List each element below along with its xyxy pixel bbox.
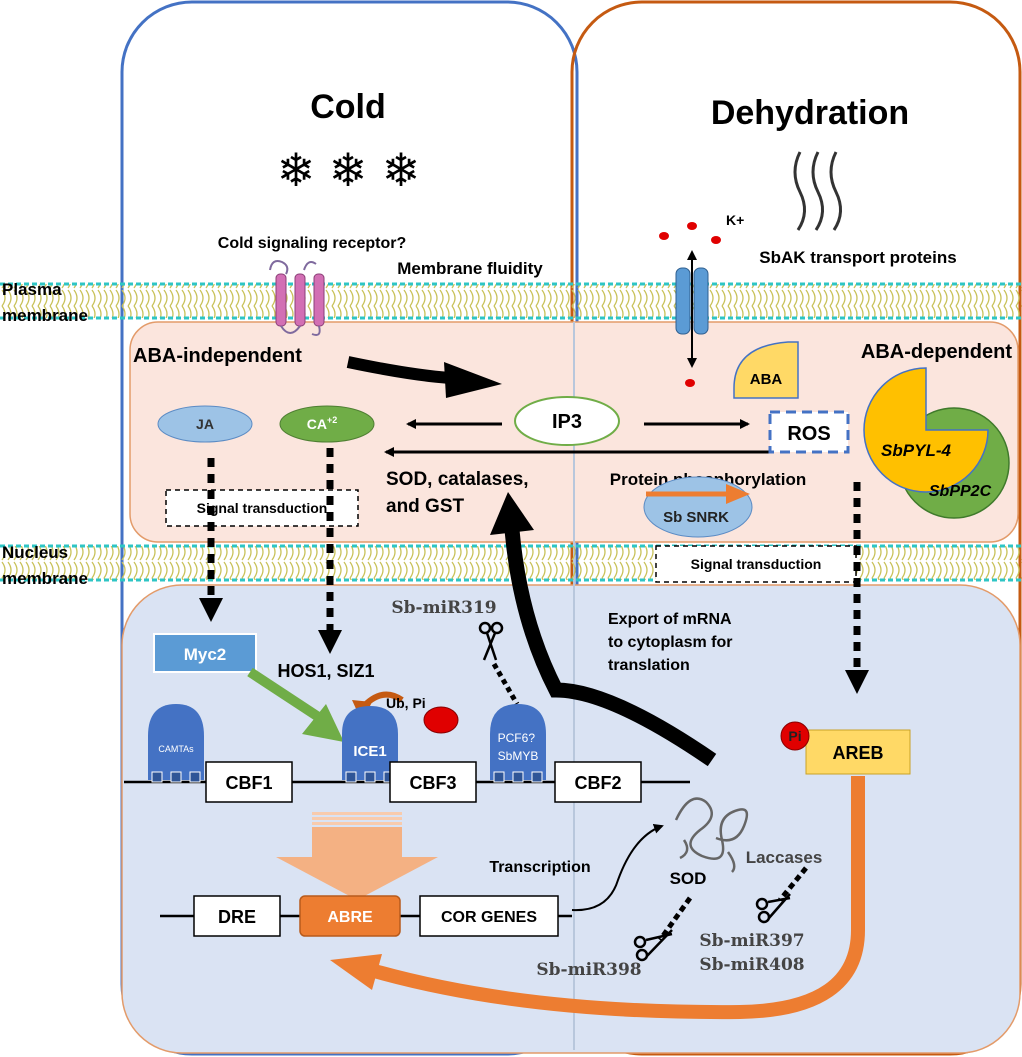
- cold-receptor: [269, 260, 325, 336]
- ja-label: JA: [196, 416, 214, 432]
- transport-label: SbAK transport proteins: [759, 248, 956, 267]
- transcription-arrow: [571, 823, 664, 912]
- ice1-factor: [342, 706, 398, 783]
- transport-channel: [675, 250, 709, 368]
- mir408-label: Sb-miR408: [699, 955, 804, 975]
- areb-pi-badge: [780, 721, 810, 751]
- potassium-ions: [659, 222, 721, 387]
- k-plus-label: K+: [726, 212, 744, 228]
- ip3-label: IP3: [552, 411, 582, 433]
- myc2-to-ice1-arrow: [247, 667, 344, 742]
- mrna-export-arrow: [490, 492, 717, 767]
- mir397-dashed-line: [778, 866, 808, 902]
- cbf3-label: CBF3: [409, 773, 456, 793]
- mir319-to-pcf6-line: [491, 662, 520, 706]
- areb-box: [805, 729, 911, 775]
- sbpp2c-label: SbPP2C: [929, 483, 992, 500]
- signal-transduction-left-box: [165, 489, 359, 527]
- heat-wave-icon: [793, 151, 842, 231]
- cold-title: Cold: [310, 88, 386, 126]
- ice1-label: ICE1: [353, 743, 386, 760]
- abre-box: [299, 895, 401, 937]
- pcf6-sbmyb-label: PCF6? SbMYB: [498, 731, 539, 763]
- camtas-label: CAMTAs: [158, 744, 194, 754]
- calcium-label: CA+2: [307, 415, 338, 432]
- cold-receptor-label: Cold signaling receptor?: [218, 235, 406, 252]
- cor-genes-label: COR GENES: [441, 909, 537, 926]
- dre-label: DRE: [218, 907, 256, 927]
- cor-genes-box: [419, 895, 559, 937]
- mir398-label: Sb-miR398: [536, 960, 641, 980]
- aba-shape: [733, 341, 799, 399]
- aba-label: ABA: [750, 371, 783, 388]
- aba-dependent-label: ABA-dependent: [861, 341, 1012, 363]
- mrna-icon: [674, 797, 749, 873]
- aba-independent-label: ABA-independent: [133, 345, 302, 367]
- calcium-node: [279, 405, 375, 443]
- ip3-node: [514, 396, 620, 446]
- pcf6-sbmyb-factor: [490, 704, 546, 783]
- ja-to-myc2-arrow: [199, 458, 223, 622]
- mir397-label: Sb-miR397: [699, 931, 804, 951]
- ub-pi-label: Ub, Pi: [386, 695, 426, 711]
- scissors-icon: [633, 929, 673, 962]
- cbf2-label: CBF2: [574, 773, 621, 793]
- sbpyl4-label: SbPYL-4: [881, 441, 951, 460]
- hos1-label: HOS1, SIZ1: [277, 661, 374, 681]
- membrane-fluidity-label: Membrane fluidity: [397, 259, 543, 278]
- export-label: Export of mRNA to cytoplasm for translat…: [608, 611, 737, 674]
- transcription-label: Transcription: [489, 859, 590, 876]
- sbpyl4-shape: [863, 367, 989, 493]
- antioxidants-label: SOD, catalases, and GST: [386, 469, 534, 517]
- cbf2-box: [554, 761, 642, 803]
- mir319-label: Sb-miR319: [391, 598, 496, 618]
- myc2-box: [153, 633, 257, 673]
- svg-text:❄: ❄: [277, 144, 316, 196]
- laccases-label: Laccases: [746, 848, 823, 867]
- snowflake-icon: ❄ ❄ ❄: [277, 144, 421, 196]
- ub-pi-dot: [423, 706, 459, 734]
- nucleus-membrane-label: Nucleus membrane: [2, 543, 88, 588]
- sb-snrk-label: Sb SNRK: [663, 509, 729, 526]
- plasma-membrane: [0, 282, 1022, 320]
- abre-label: ABRE: [327, 909, 373, 926]
- calcium-to-ice1-arrow: [318, 448, 342, 654]
- signal-transduction-left-label: Signal transduction: [197, 500, 328, 516]
- scissors-icon: [478, 621, 504, 661]
- camtas-factor: [148, 704, 204, 783]
- areb-pi-label: Pi: [788, 728, 801, 744]
- cbf1-box: [205, 761, 293, 803]
- sb-snrk-node: [643, 476, 753, 538]
- sod-label: SOD: [670, 869, 707, 888]
- ja-node: [157, 405, 253, 443]
- plasma-membrane-label: Plasma membrane: [2, 280, 88, 325]
- aba-independent-arrow: [346, 356, 502, 398]
- dehydration-title: Dehydration: [711, 94, 909, 132]
- ros-to-areb-arrow: [845, 482, 869, 694]
- areb-to-abre-arrow: [330, 776, 865, 1020]
- mir398-dashed-line: [657, 896, 693, 942]
- cbf1-label: CBF1: [225, 773, 272, 793]
- ros-label: ROS: [787, 423, 830, 445]
- areb-label: AREB: [832, 743, 883, 763]
- svg-text:❄: ❄: [329, 144, 368, 196]
- svg-text:❄: ❄: [382, 144, 421, 196]
- snrk-arrow: [646, 484, 750, 504]
- cbf-to-dre-arrow: [276, 812, 438, 900]
- cbf3-box: [389, 761, 477, 803]
- signal-transduction-right-label: Signal transduction: [691, 556, 822, 572]
- dre-box: [193, 895, 281, 937]
- ros-box: [768, 410, 850, 454]
- myc2-label: Myc2: [184, 645, 227, 664]
- scissors-icon: [755, 893, 791, 924]
